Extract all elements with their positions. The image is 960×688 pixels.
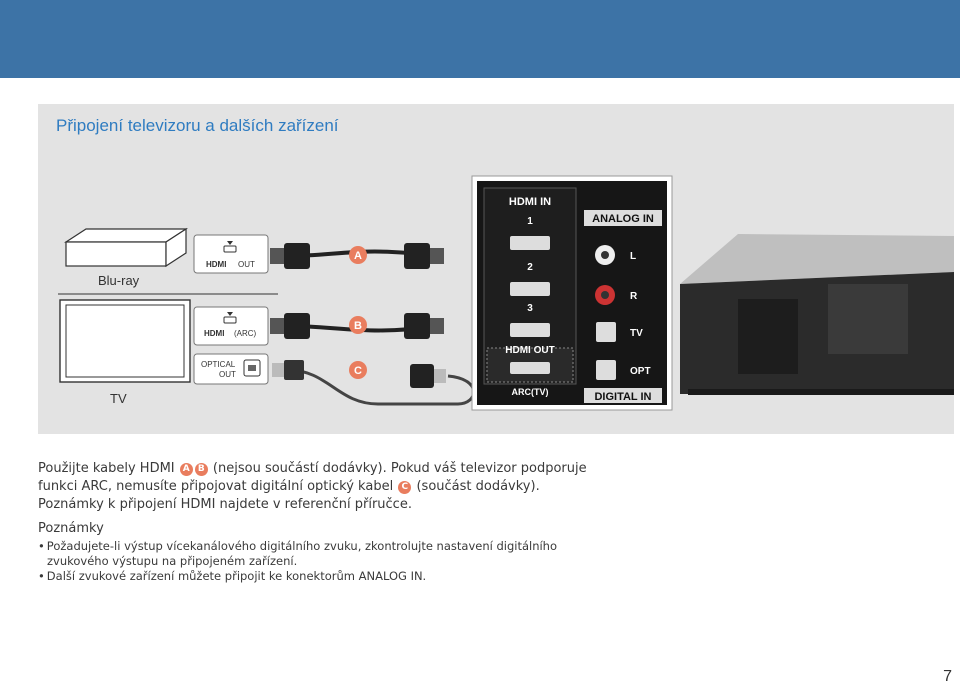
- notes-heading: Poznámky: [38, 521, 104, 536]
- optical-label: OPTICAL: [201, 360, 236, 369]
- cable-c-badge: C: [349, 361, 367, 379]
- badge-c-icon: C: [398, 481, 412, 494]
- bluray-player-icon: [63, 227, 189, 268]
- tv-optical-out-port: OPTICAL OUT: [193, 353, 269, 385]
- digital-in-label: DIGITAL IN: [594, 391, 651, 403]
- connection-diagram: Blu-ray TV HDMI OUT HDMI (ARC) OPTICAL: [58, 175, 954, 411]
- cable-b-plugs: [270, 313, 444, 339]
- page-number: 7: [943, 668, 952, 685]
- bluray-label: Blu-ray: [98, 273, 140, 288]
- hdmi-in-3-label: 3: [527, 303, 533, 314]
- tv-label: TV: [110, 391, 127, 406]
- note-item: Požadujete-li výstup vícekanálového digi…: [38, 539, 598, 569]
- svg-text:C: C: [354, 365, 362, 377]
- out-label: OUT: [238, 260, 255, 269]
- cable-a-badge: A: [349, 246, 367, 264]
- analog-in-label: ANALOG IN: [592, 213, 654, 225]
- receiver-unit-icon: [680, 234, 954, 395]
- badge-a-icon: A: [179, 463, 193, 476]
- hdmi-out-label: HDMI OUT: [505, 345, 554, 356]
- arc-label: (ARC): [234, 329, 257, 338]
- arc-tv-label: ARC(TV): [512, 387, 549, 397]
- cable-b-badge: B: [349, 316, 367, 334]
- analog-l-label: L: [630, 251, 636, 262]
- bluray-hdmi-out-port: HDMI OUT: [193, 234, 269, 274]
- cable-c-plugs: [272, 360, 446, 388]
- svg-text:B: B: [354, 320, 362, 332]
- rear-panel-closeup: HDMI IN 1 2 3 HDMI OUT ARC(TV) ANALOG IN…: [471, 175, 673, 411]
- hdmi-in-label: HDMI IN: [509, 196, 551, 208]
- optical-out-label: OUT: [219, 370, 236, 379]
- connection-panel: Připojení televizoru a dalších zařízení …: [38, 104, 954, 434]
- hdmi-in-1-label: 1: [527, 216, 533, 227]
- digital-tv-label: TV: [630, 328, 643, 339]
- page-title: Připojení televizoru a dalších zařízení: [56, 116, 339, 135]
- badge-b-icon: B: [194, 463, 208, 476]
- cable-a-plugs: [270, 243, 444, 269]
- header-bar: [0, 0, 960, 78]
- hdmi-logo-text: HDMI: [204, 329, 224, 338]
- tv-icon: [59, 299, 191, 383]
- notes-list: Požadujete-li výstup vícekanálového digi…: [38, 539, 598, 584]
- tv-hdmi-arc-port: HDMI (ARC): [193, 306, 269, 346]
- hdmi-logo-text: HDMI: [206, 260, 226, 269]
- svg-text:A: A: [354, 250, 362, 262]
- hdmi-in-2-label: 2: [527, 262, 533, 273]
- note-item: Další zvukové zařízení můžete připojit k…: [38, 569, 598, 584]
- digital-opt-label: OPT: [630, 366, 651, 377]
- analog-r-label: R: [630, 291, 638, 302]
